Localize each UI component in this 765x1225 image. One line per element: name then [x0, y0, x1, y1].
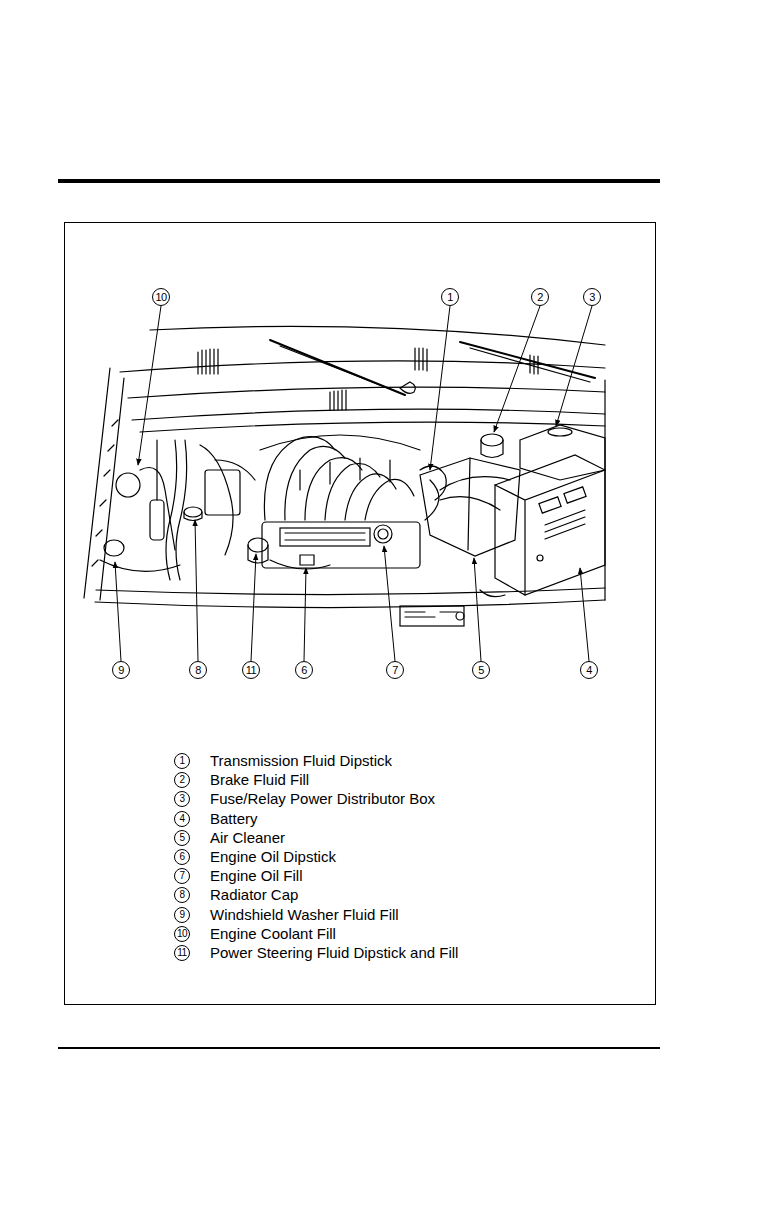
key-number: 9 — [174, 907, 190, 923]
legend-text: Power Steering Fluid Dipstick and Fill — [210, 944, 458, 962]
legend-text: Engine Oil Dipstick — [210, 848, 336, 866]
callout-number: 10 — [152, 288, 170, 306]
callout-number: 11 — [242, 661, 260, 679]
key-number: 5 — [174, 830, 190, 846]
top-rule — [58, 179, 660, 183]
callout-number: 7 — [386, 661, 404, 679]
legend-text: Battery — [210, 810, 258, 828]
bottom-rule — [58, 1047, 660, 1049]
key-number: 4 — [174, 811, 190, 827]
legend-text: Air Cleaner — [210, 829, 285, 847]
callout-number: 6 — [295, 661, 313, 679]
callout-number: 8 — [189, 661, 207, 679]
key-number: 11 — [174, 945, 190, 961]
key-number: 7 — [174, 868, 190, 884]
key-number: 10 — [174, 926, 190, 942]
callout-number: 9 — [112, 661, 130, 679]
engine-compartment — [84, 326, 605, 626]
legend-text: Radiator Cap — [210, 886, 298, 904]
key-number: 8 — [174, 887, 190, 903]
key-number: 3 — [174, 791, 190, 807]
key-number: 2 — [174, 772, 190, 788]
frame — [65, 223, 656, 1005]
legend-text: Fuse/Relay Power Distributor Box — [210, 790, 435, 808]
callout-number: 4 — [580, 661, 598, 679]
callout-number: 2 — [531, 288, 549, 306]
legend-text: Brake Fluid Fill — [210, 771, 309, 789]
callout-number: 1 — [441, 288, 459, 306]
legend-text: Transmission Fluid Dipstick — [210, 752, 392, 770]
legend-text: Engine Coolant Fill — [210, 925, 336, 943]
legend-text: Windshield Washer Fluid Fill — [210, 906, 399, 924]
key-number: 1 — [174, 753, 190, 769]
callout-number: 5 — [472, 661, 490, 679]
legend-text: Engine Oil Fill — [210, 867, 303, 885]
callout-number: 3 — [583, 288, 601, 306]
key-number: 6 — [174, 849, 190, 865]
leader-lines — [115, 306, 592, 661]
